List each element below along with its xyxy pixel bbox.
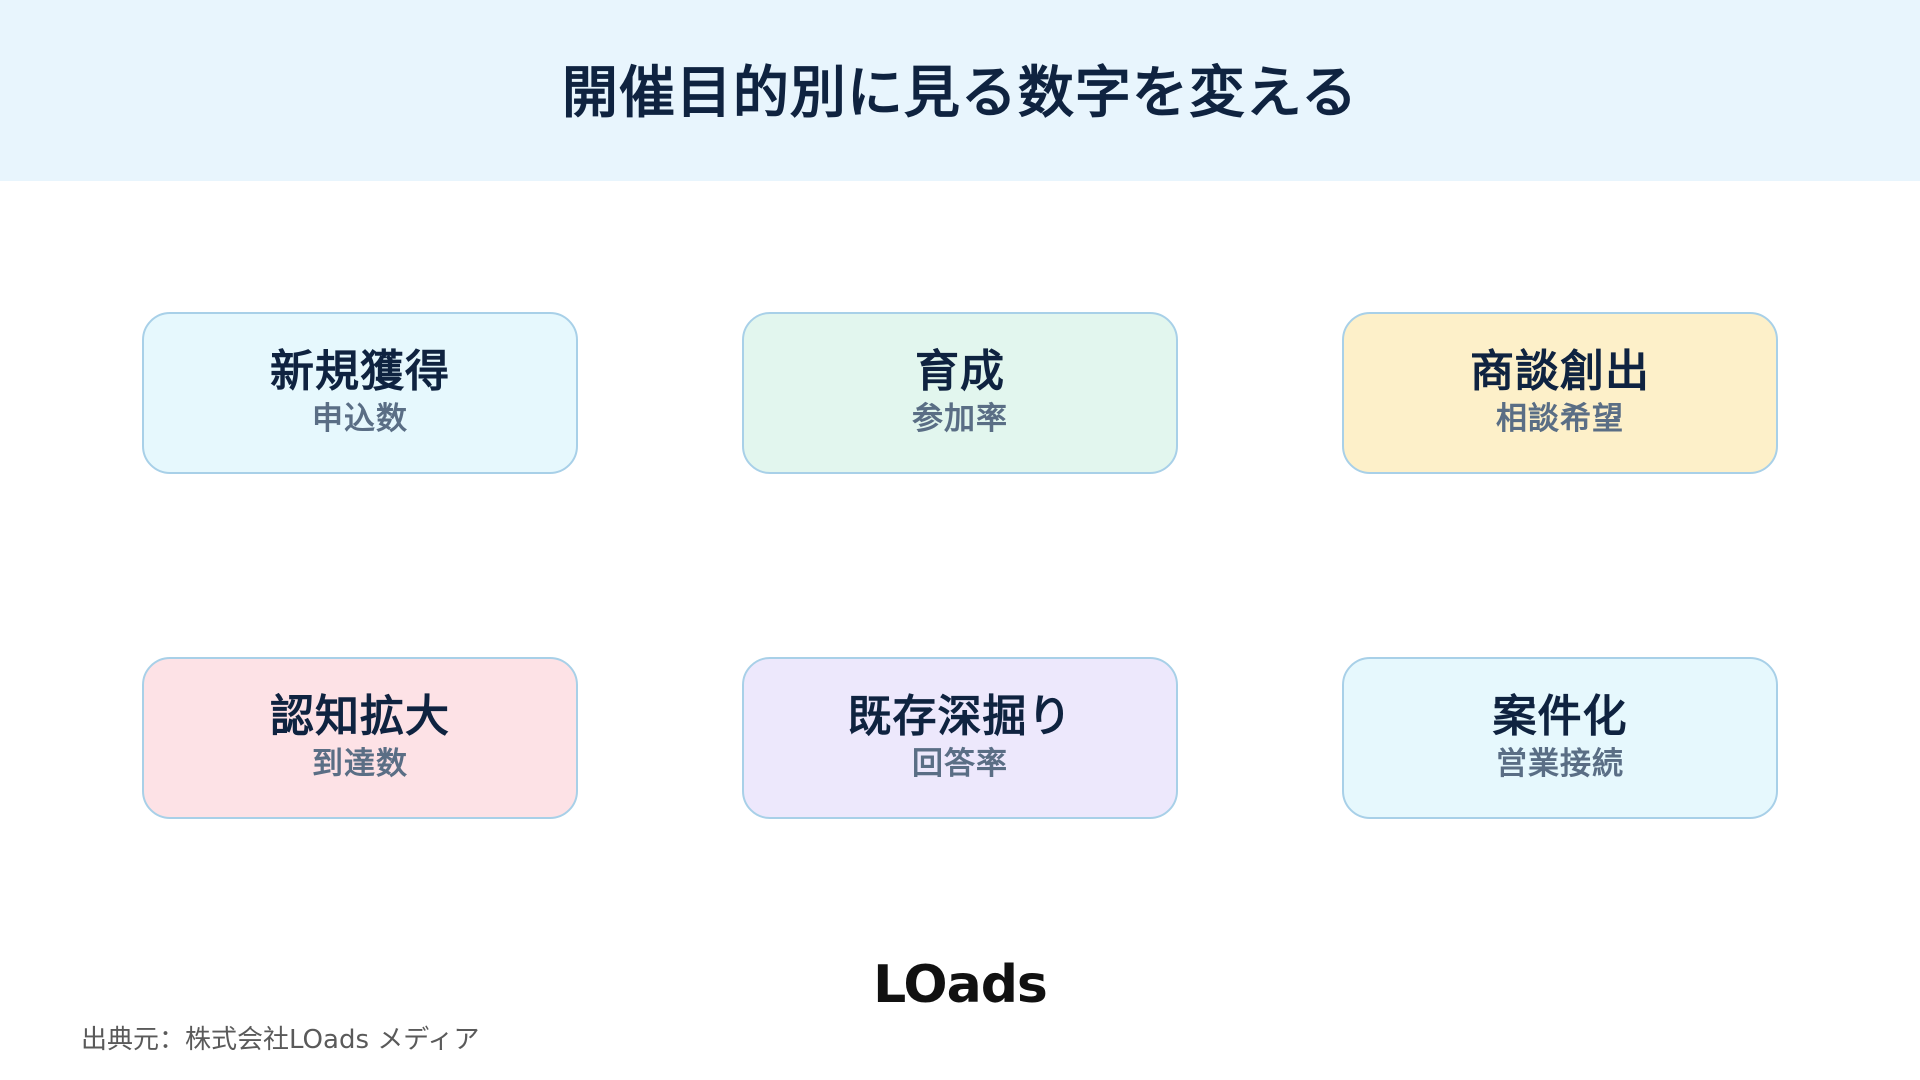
card-metric: 回答率 — [912, 746, 1008, 783]
card-awareness: 認知拡大 到達数 — [142, 657, 578, 819]
card-metric: 相談希望 — [1496, 401, 1624, 438]
loads-logo: LOads — [873, 955, 1048, 1015]
card-metric: 申込数 — [312, 401, 408, 438]
card-metric: 到達数 — [312, 746, 408, 783]
card-new-acquisition: 新規獲得 申込数 — [142, 312, 578, 474]
card-nurturing: 育成 参加率 — [742, 312, 1178, 474]
card-deal-creation: 商談創出 相談希望 — [1342, 312, 1778, 474]
page-title: 開催目的別に見る数字を変える — [561, 61, 1359, 126]
card-title: 新規獲得 — [270, 345, 450, 397]
card-metric: 参加率 — [912, 401, 1008, 438]
header-banner: 開催目的別に見る数字を変える — [0, 0, 1920, 181]
source-credit: 出典元：株式会社LOads メディア — [81, 1025, 480, 1055]
card-opportunity: 案件化 営業接続 — [1342, 657, 1778, 819]
card-title: 認知拡大 — [270, 690, 450, 742]
card-title: 案件化 — [1492, 690, 1628, 742]
card-title: 育成 — [915, 345, 1005, 397]
card-title: 商談創出 — [1470, 345, 1650, 397]
card-metric: 営業接続 — [1496, 746, 1624, 783]
card-existing-deepening: 既存深掘り 回答率 — [742, 657, 1178, 819]
card-title: 既存深掘り — [847, 690, 1073, 742]
